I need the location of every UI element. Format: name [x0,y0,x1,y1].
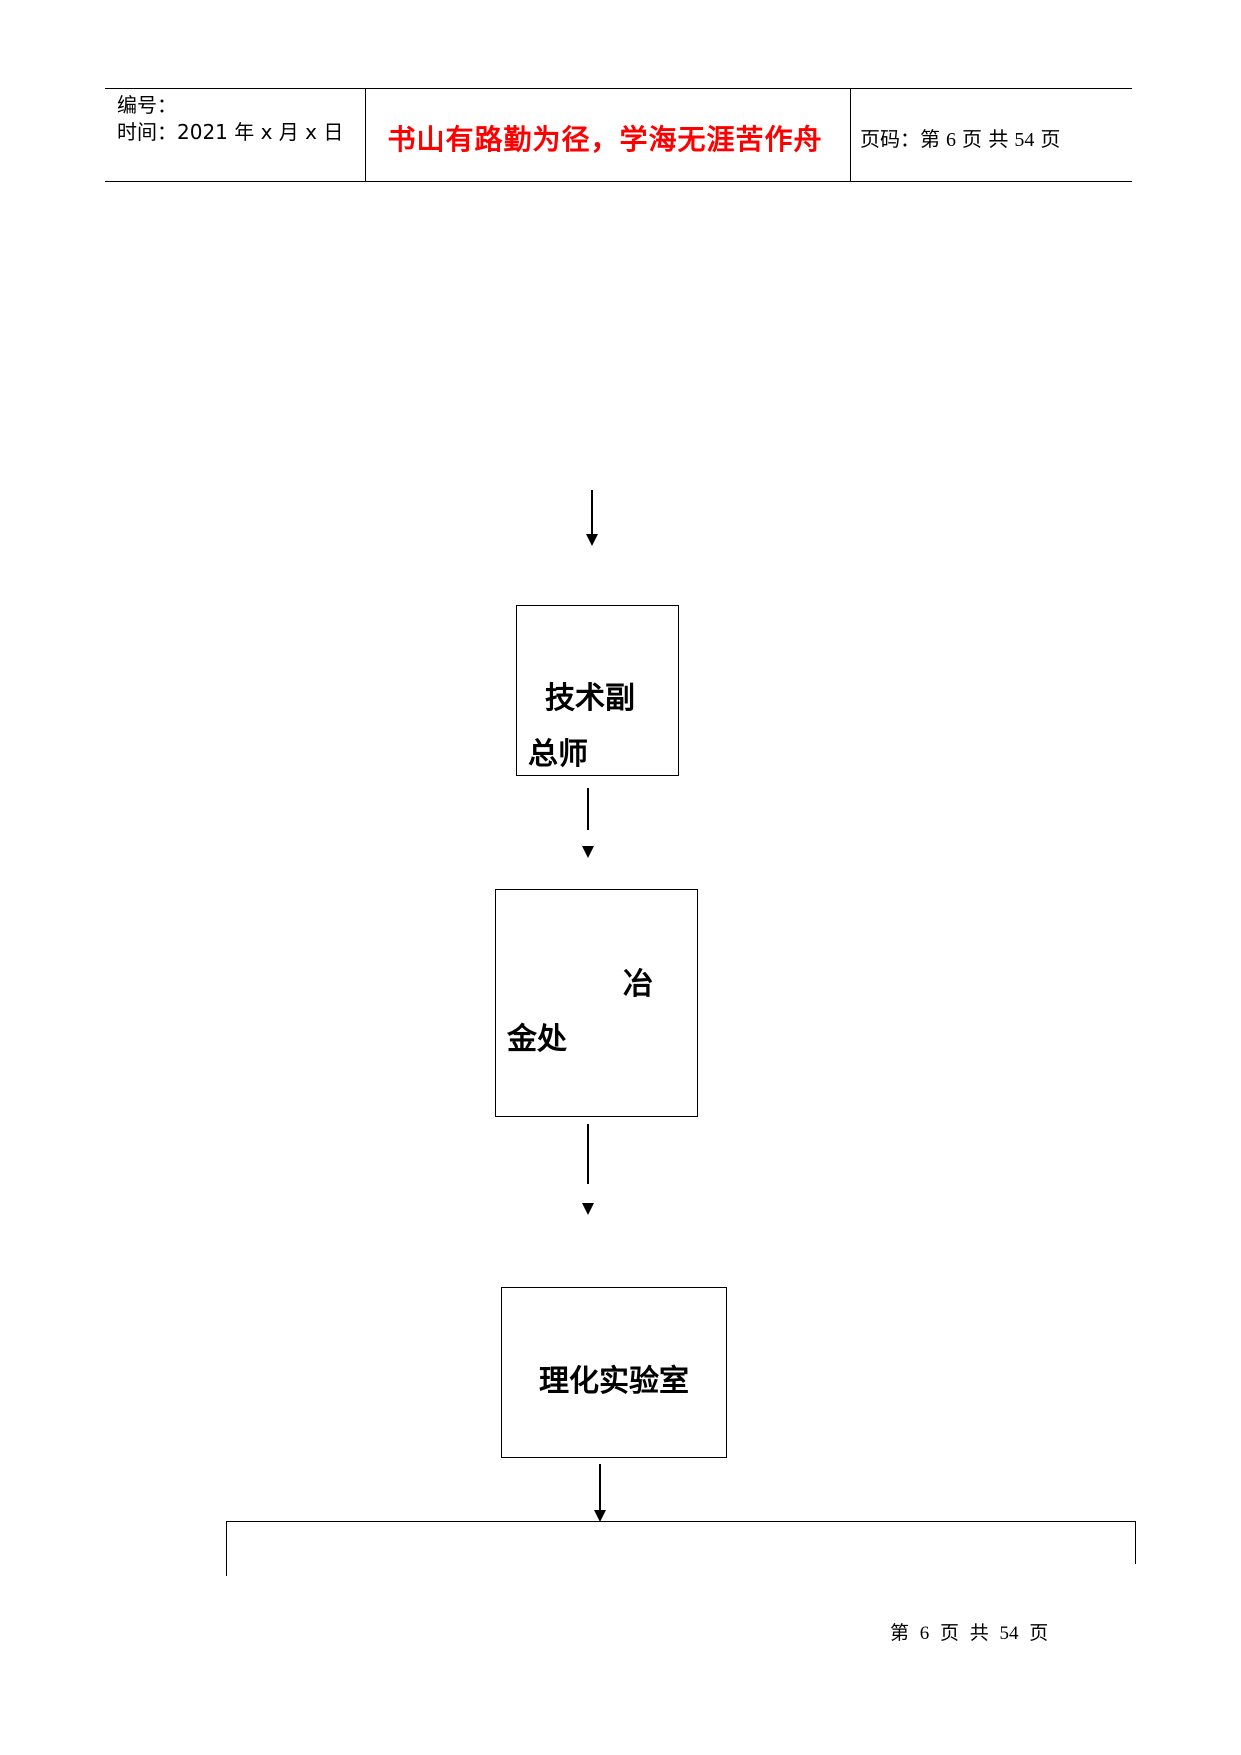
footer-page-number: 第 6 页 共 54 页 [890,1623,1049,1644]
box1-label-line2: 总师 [528,737,588,772]
box2-label-line1: 冶 [623,967,653,1002]
header-top-rule [105,88,1132,89]
header-divider-left [365,88,366,182]
connector-2-3 [587,1124,589,1184]
connector-top [591,490,593,534]
arrow-down-icon [582,846,594,858]
flow-box-physchem-lab [501,1287,727,1458]
branch-left-leg [226,1521,227,1576]
flow-box-metallurgy-dept [495,889,698,1117]
connector-1-2 [587,788,589,830]
branch-right-leg [1135,1521,1136,1564]
header-divider-right [850,88,851,182]
arrow-down-icon [582,1203,594,1215]
page-total: 54 [1014,129,1035,151]
page-suffix: 页 [1040,127,1061,151]
arrow-down-icon [594,1510,606,1522]
arrow-down-icon [586,534,598,546]
flow-box-technical-chief [516,605,679,776]
header-meta: 编号： 时间：2021 年 x 月 x 日 [117,92,343,146]
header-motto: 书山有路勤为径，学海无涯苦作舟 [387,123,823,156]
connector-3-bracket [599,1464,601,1514]
box2-label-line2: 金处 [507,1022,567,1057]
header-bottom-rule [105,181,1132,182]
page-current: 6 [946,129,956,151]
box3-label: 理化实验室 [539,1364,689,1399]
page-mid: 页 共 [962,127,1009,151]
box1-label-line1: 技术副 [545,681,635,716]
page-prefix: 页码：第 [860,127,940,151]
number-label: 编号： [117,93,177,117]
time-label: 时间：2021 年 x 月 x 日 [117,120,344,144]
branch-horizontal-line [226,1521,1136,1522]
